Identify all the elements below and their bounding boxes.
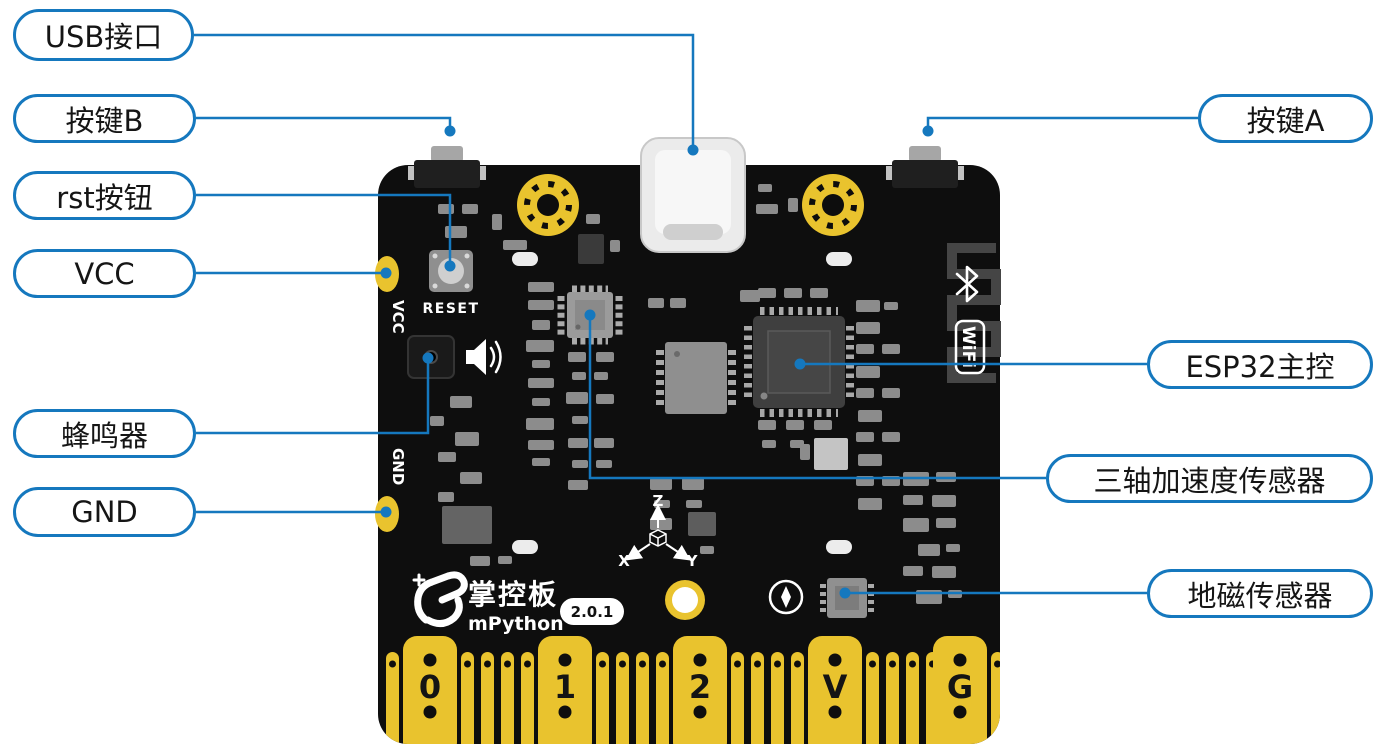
wifi-badge: WiFi — [954, 319, 986, 375]
callout-label: GND — [71, 495, 138, 529]
callout-dots — [380, 125, 934, 599]
mpython-logo-icon — [412, 571, 468, 627]
edge-pad-1-label: 1 — [554, 668, 576, 706]
edge-pad-2-label: 2 — [689, 668, 711, 706]
edge-connector: 0 1 2 V G — [386, 636, 1000, 744]
callout-esp32: ESP32主控 — [1147, 340, 1373, 389]
axis-x-label: X — [618, 552, 630, 570]
axis-z-label: Z — [653, 492, 664, 510]
compass-icon — [768, 579, 804, 615]
edge-pad-1: 1 — [538, 636, 592, 744]
callout-line-reset — [196, 193, 452, 266]
callout-line-button-b — [196, 116, 452, 131]
callout-usb-port: USB接口 — [13, 9, 194, 61]
version-badge: 2.0.1 — [560, 598, 624, 625]
edge-pad-0: 0 — [403, 636, 457, 744]
reset-label: RESET — [422, 301, 479, 317]
edge-pad-g: G — [933, 636, 987, 744]
callout-label: VCC — [74, 256, 135, 291]
axis-indicator: Z X Y — [618, 492, 698, 570]
callout-label: USB接口 — [44, 20, 163, 54]
callout-label: ESP32主控 — [1185, 349, 1335, 384]
edge-pad-v-label: V — [823, 668, 848, 706]
edge-pad-v: V — [808, 636, 862, 744]
callout-line-button-a — [926, 116, 1198, 131]
callout-button-b: 按键B — [13, 94, 196, 143]
callout-label: 地磁传感器 — [1187, 578, 1333, 613]
callout-buzzer: 蜂鸣器 — [13, 409, 196, 458]
button-b — [408, 146, 486, 188]
brand-logo: 掌控板 mPython 2.0.1 — [412, 571, 624, 635]
callout-line-buzzer — [196, 358, 430, 435]
wifi-antenna — [947, 243, 1001, 383]
callout-vcc: VCC — [13, 249, 196, 298]
wifi-badge-label: WiFi — [958, 326, 978, 368]
gnd-label: GND — [389, 448, 407, 485]
callout-reset-button: rst按钮 — [13, 171, 196, 220]
callout-button-a: 按键A — [1198, 94, 1373, 143]
button-a — [886, 146, 964, 188]
callout-line-usb — [194, 33, 695, 150]
bluetooth-icon — [955, 265, 979, 303]
callout-magnetometer: 地磁传感器 — [1147, 569, 1373, 618]
callout-line-accel — [588, 315, 1046, 480]
version-label: 2.0.1 — [571, 603, 614, 621]
edge-pad-2: 2 — [673, 636, 727, 744]
callout-label: 蜂鸣器 — [60, 418, 148, 453]
center-hole — [665, 580, 705, 620]
brand-subname: mPython — [468, 613, 564, 635]
callout-label: 按键B — [65, 103, 144, 138]
callout-accelerometer: 三轴加速度传感器 — [1046, 454, 1373, 503]
axis-y-label: Y — [686, 552, 699, 570]
speaker-icon — [466, 339, 502, 375]
callout-gnd: GND — [13, 487, 196, 537]
callout-label: 按键A — [1246, 103, 1325, 138]
callout-lines — [194, 33, 1198, 595]
mounting-hole-right — [802, 174, 864, 236]
callout-label: rst按钮 — [56, 180, 153, 215]
mounting-hole-left — [517, 174, 579, 236]
vcc-label: VCC — [389, 300, 407, 334]
edge-pad-g-label: G — [947, 668, 973, 706]
usb-connector — [640, 137, 746, 253]
edge-pad-0-label: 0 — [419, 668, 441, 706]
flash-chip — [656, 342, 736, 414]
brand-name: 掌控板 — [468, 578, 558, 611]
callout-label: 三轴加速度传感器 — [1093, 463, 1326, 498]
